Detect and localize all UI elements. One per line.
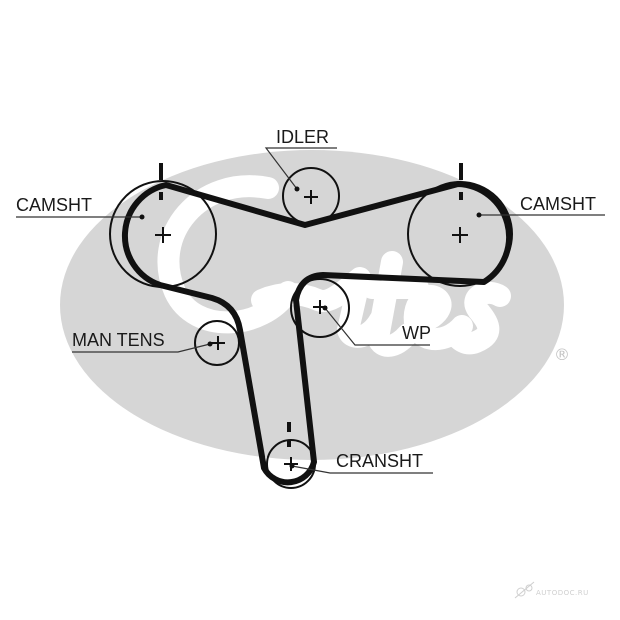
left-camshaft-circle — [109, 180, 217, 288]
dot-right-camshaft — [476, 212, 482, 218]
watermark-icon — [514, 581, 535, 599]
label-manual-tensioner: MAN TENS — [72, 330, 165, 350]
dot-manual-tensioner — [207, 341, 213, 347]
dot-water-pump — [322, 305, 328, 311]
gates-logo-wordmark — [157, 175, 511, 357]
label-idler: IDLER — [276, 127, 329, 147]
leader-manual-tensioner — [72, 343, 211, 353]
leader-idler — [264, 147, 337, 190]
label-crankshaft: CRANSHT — [336, 451, 423, 471]
idler-pulley — [282, 167, 340, 225]
dot-idler — [294, 186, 300, 192]
dot-left-camshaft — [139, 214, 145, 220]
manual-tensioner-circle — [194, 320, 240, 366]
leader-lines — [16, 147, 605, 474]
dot-crankshaft — [289, 463, 295, 469]
watermark: AUTODOC.RU — [514, 581, 589, 599]
idler-circle — [282, 167, 340, 225]
right-camshaft-pulley — [407, 163, 513, 287]
watermark-text: AUTODOC.RU — [536, 589, 589, 597]
water-pump-circle — [290, 278, 350, 338]
timing-belt — [121, 181, 513, 486]
right-camshaft-circle — [407, 181, 513, 287]
manual-tensioner-pulley — [194, 320, 240, 366]
label-water-pump: WP — [402, 323, 431, 343]
leader-dots — [139, 186, 482, 469]
left-camshaft-pulley — [109, 163, 217, 288]
gates-logo: ® — [60, 150, 570, 460]
registered-mark: ® — [554, 345, 570, 364]
label-left-camshaft: CAMSHT — [16, 195, 92, 215]
leader-water-pump — [324, 307, 430, 346]
label-right-camshaft: CAMSHT — [520, 194, 596, 214]
leader-crankshaft — [291, 465, 433, 474]
